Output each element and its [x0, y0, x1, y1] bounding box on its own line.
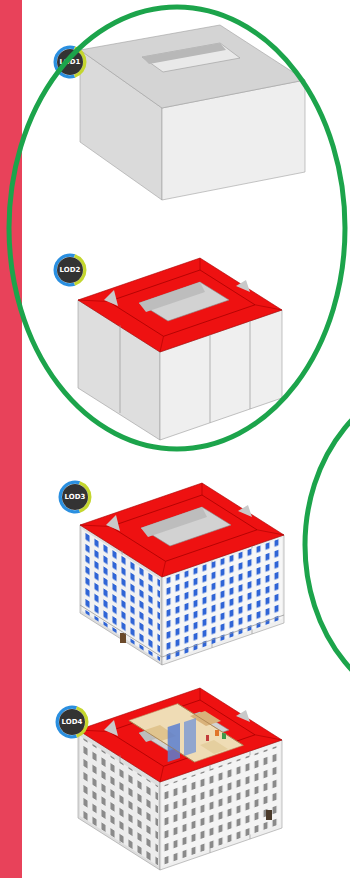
glass-wall [184, 718, 196, 756]
side-bar [0, 0, 22, 878]
door [266, 810, 272, 820]
badge-label: LOD2 [60, 267, 81, 274]
window-grid [164, 538, 282, 661]
badge-disc [57, 49, 83, 75]
glass-wall [168, 723, 180, 762]
lod3-facade-model [80, 483, 284, 665]
window-grid [80, 736, 158, 866]
building-shape [80, 483, 284, 665]
courtyard [142, 43, 240, 72]
cut-edge [129, 721, 195, 763]
badge-label: LOD4 [62, 719, 83, 726]
plinth-line [80, 605, 162, 657]
lod-badge: LOD4 [55, 705, 89, 739]
lod1-block-model [80, 25, 305, 200]
interior-object [206, 735, 209, 741]
lod4-interior-model [78, 688, 282, 870]
window-grid [162, 745, 280, 866]
room [200, 740, 228, 754]
plinth-line [162, 615, 284, 657]
courtyard-wall [142, 43, 226, 64]
lod-badge: LOD2 [53, 253, 87, 287]
cut-edge [178, 704, 244, 746]
interior-object [215, 730, 219, 736]
building-shape [78, 258, 282, 440]
lod-badge: LOD3 [58, 480, 92, 514]
badge-disc [57, 257, 83, 283]
block-roof [80, 25, 305, 108]
building-shape [78, 688, 282, 870]
window-grid [82, 529, 160, 661]
badge-label: LOD1 [60, 59, 81, 66]
cut-floor [129, 704, 243, 762]
highlight-ellipse [305, 380, 350, 710]
lod2-roof-model [78, 258, 282, 440]
badge-disc [59, 709, 85, 735]
badge-disc [62, 484, 88, 510]
door [120, 633, 126, 643]
badge-label: LOD3 [65, 494, 86, 501]
highlight-ellipse [9, 7, 345, 449]
lod-badge: LOD1 [53, 45, 87, 79]
